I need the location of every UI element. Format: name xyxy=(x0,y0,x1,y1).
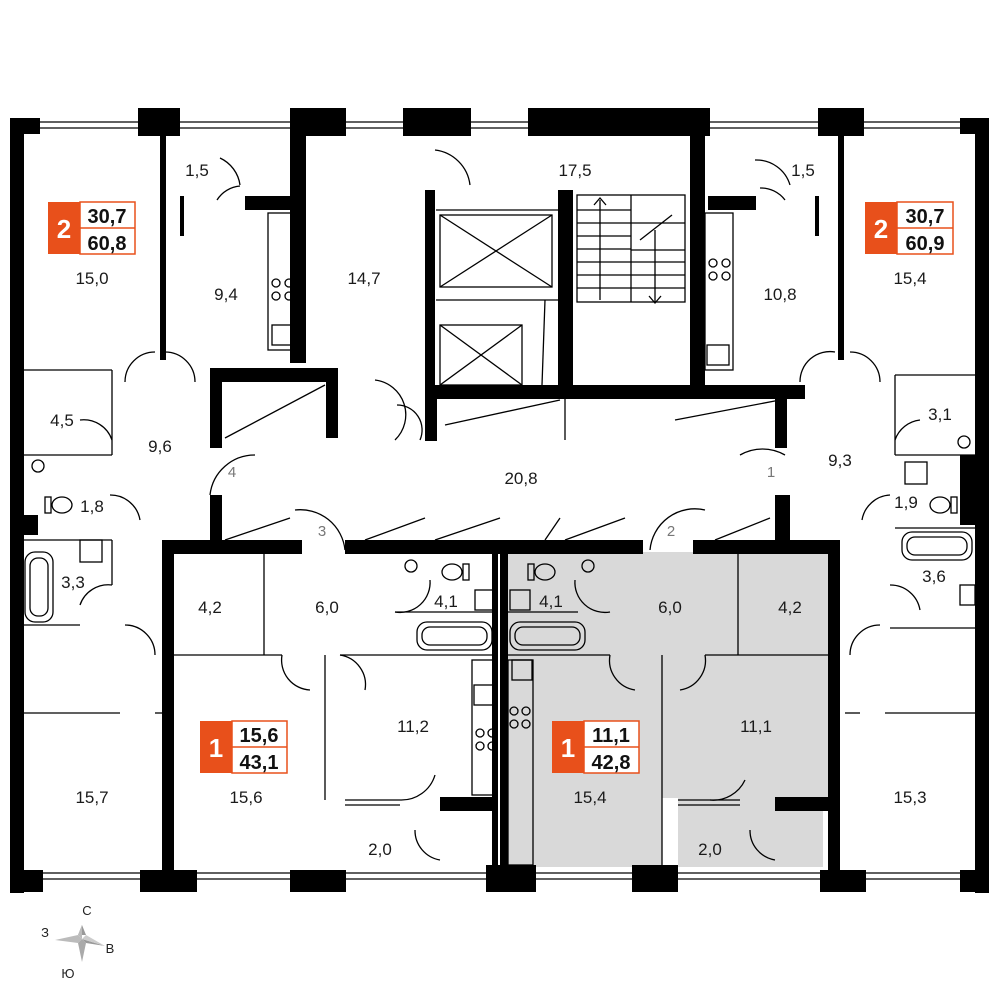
room-area-label: 9,6 xyxy=(148,437,172,456)
badge-total-area: 60,8 xyxy=(88,233,127,255)
badge-living-area: 15,6 xyxy=(240,725,279,747)
room-area-label: 11,2 xyxy=(397,717,429,736)
badge-living-area: 30,7 xyxy=(88,206,127,228)
room-area-label: 6,0 xyxy=(315,598,339,617)
badge-total-area: 43,1 xyxy=(240,752,279,774)
room-area-label: 15,4 xyxy=(893,269,926,288)
room-area-label: 1,9 xyxy=(894,493,918,512)
apartment-badge[interactable]: 1 11,1 42,8 xyxy=(552,720,640,774)
room-area-label: 17,5 xyxy=(558,161,591,180)
room-area-label: 1,5 xyxy=(185,161,209,180)
apartment-badge[interactable]: 2 30,7 60,9 xyxy=(865,201,954,255)
room-area-label: 3,3 xyxy=(61,573,85,592)
door-number: 3 xyxy=(318,523,326,540)
room-area-label: 4,2 xyxy=(778,598,802,617)
room-area-label: 15,0 xyxy=(75,269,108,288)
walls xyxy=(10,108,989,893)
compass-east: В xyxy=(106,941,115,956)
room-area-label: 15,6 xyxy=(229,788,262,807)
entrance-door-numbers: 4 3 1 2 xyxy=(228,464,775,540)
badge-total-area: 42,8 xyxy=(592,752,631,774)
room-area-label: 10,8 xyxy=(763,285,796,304)
room-area-label: 15,4 xyxy=(573,788,606,807)
badge-room-count: 1 xyxy=(209,733,223,763)
room-area-label: 3,1 xyxy=(928,405,952,424)
room-area-label: 2,0 xyxy=(368,840,392,859)
badge-total-area: 60,9 xyxy=(906,233,945,255)
room-area-label: 1,5 xyxy=(791,161,815,180)
badge-living-area: 11,1 xyxy=(592,725,630,747)
compass-south: Ю xyxy=(61,966,74,981)
room-area-label: 1,8 xyxy=(80,497,104,516)
room-area-label: 4,1 xyxy=(539,592,563,611)
room-area-label: 15,7 xyxy=(75,788,108,807)
room-area-label: 9,3 xyxy=(828,451,852,470)
badge-room-count: 2 xyxy=(874,214,888,244)
room-area-label: 9,4 xyxy=(214,285,238,304)
compass-north: С xyxy=(82,903,91,918)
apartment-badge[interactable]: 1 15,6 43,1 xyxy=(200,720,288,774)
room-area-label: 14,7 xyxy=(347,269,380,288)
room-area-label: 4,5 xyxy=(50,411,74,430)
room-area-label: 20,8 xyxy=(504,469,537,488)
door-number: 4 xyxy=(228,464,236,481)
room-area-label: 11,1 xyxy=(740,717,772,736)
room-areas: 1,5 17,5 1,5 15,0 9,4 14,7 10,8 15,4 4,5… xyxy=(50,161,952,859)
door-number: 1 xyxy=(767,464,775,481)
compass-west: З xyxy=(41,925,49,940)
badge-living-area: 30,7 xyxy=(906,206,945,228)
room-area-label: 3,6 xyxy=(922,567,946,586)
door-number: 2 xyxy=(667,523,675,540)
room-area-label: 6,0 xyxy=(658,598,682,617)
badge-room-count: 2 xyxy=(57,214,71,244)
thin-lines xyxy=(22,121,976,880)
apartment-badge[interactable]: 2 30,7 60,8 xyxy=(48,201,136,255)
compass-rose: С В Ю З xyxy=(41,903,114,981)
badge-room-count: 1 xyxy=(561,733,575,763)
room-area-label: 4,2 xyxy=(198,598,222,617)
room-area-label: 4,1 xyxy=(434,592,458,611)
room-area-label: 2,0 xyxy=(698,840,722,859)
room-area-label: 15,3 xyxy=(893,788,926,807)
